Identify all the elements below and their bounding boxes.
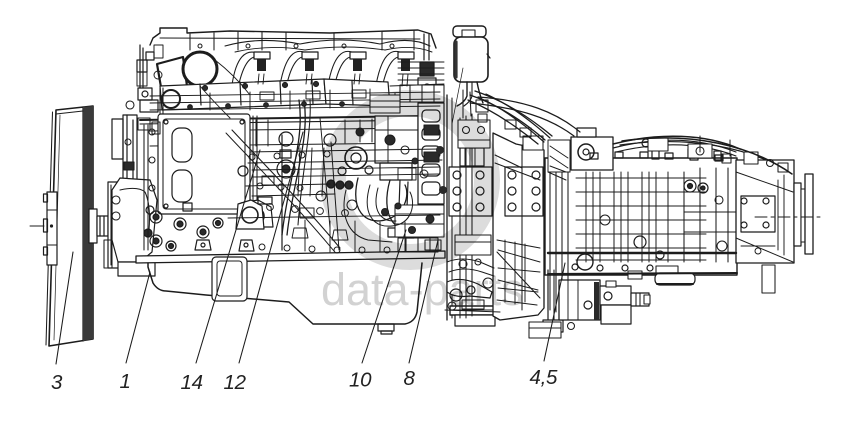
svg-text:12: 12: [224, 371, 247, 394]
svg-text:8: 8: [404, 367, 416, 390]
svg-text:1: 1: [120, 370, 131, 393]
svg-text:10: 10: [349, 369, 372, 392]
svg-text:4,5: 4,5: [530, 366, 558, 389]
svg-text:14: 14: [181, 371, 203, 394]
svg-text:3: 3: [51, 371, 63, 394]
svg-text:data-parts: data-parts: [321, 264, 524, 315]
